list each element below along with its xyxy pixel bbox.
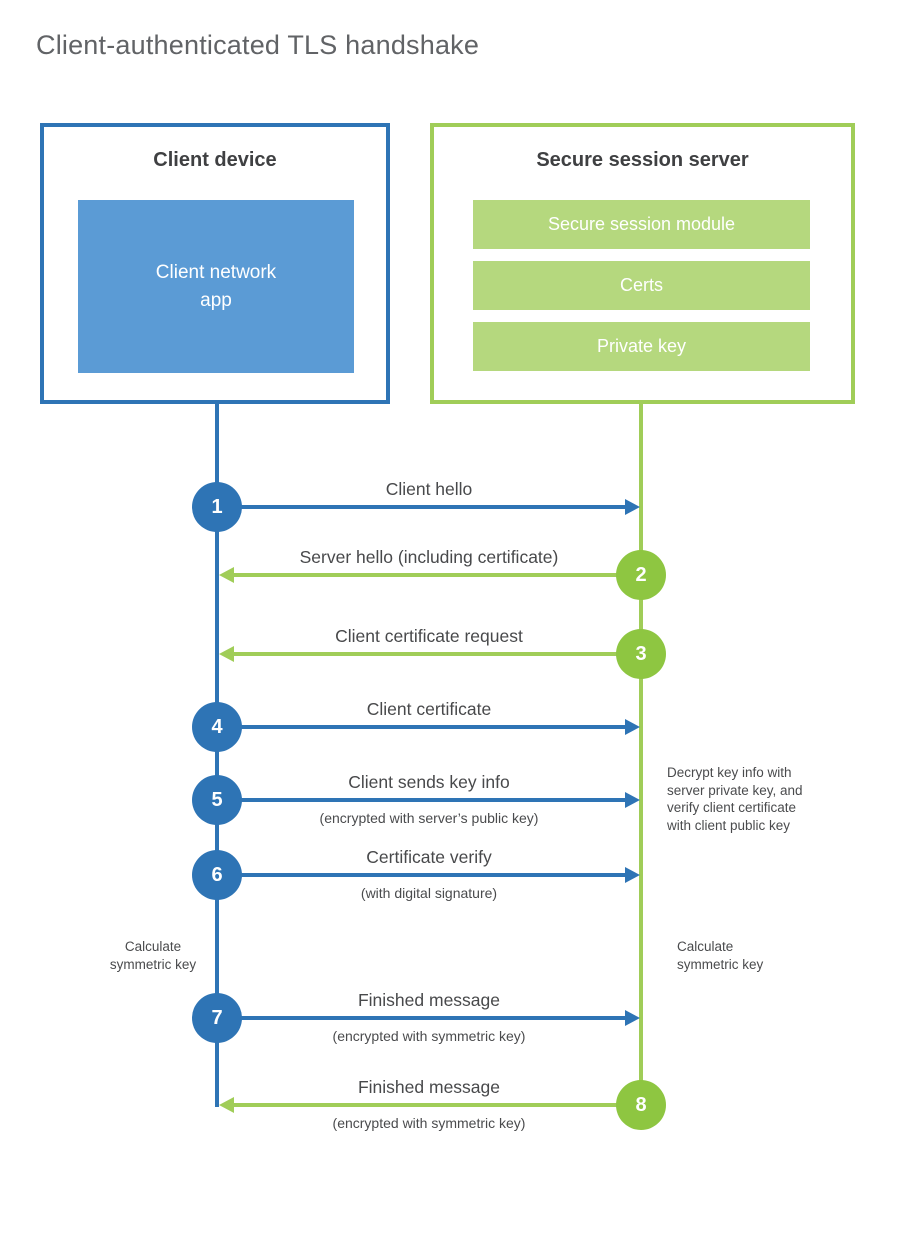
message-arrowhead-icon	[625, 1010, 640, 1026]
client-network-app-box: Client network app	[78, 200, 354, 373]
message-step-number: 4	[192, 702, 242, 752]
message-step-number: 2	[616, 550, 666, 600]
message-arrowhead-icon	[219, 567, 234, 583]
message-label: Finished message	[357, 1077, 501, 1097]
server-module-private-key: Private key	[473, 322, 810, 371]
client-lifeline	[215, 404, 219, 1107]
secure-session-server-title: Secure session server	[536, 149, 749, 171]
server-module-certs: Certs	[473, 261, 810, 310]
message-label: Certificate verify	[366, 847, 492, 867]
message-arrowhead-icon	[625, 499, 640, 515]
message-arrow-line	[217, 1016, 627, 1020]
client-device-box: Client device Client network app	[40, 123, 390, 404]
message-label: Finished message	[357, 990, 501, 1010]
server-lifeline	[639, 404, 643, 1107]
message-arrow-line	[217, 505, 627, 509]
message-arrowhead-icon	[219, 1097, 234, 1113]
page-title: Client-authenticated TLS handshake	[36, 30, 480, 60]
message-arrow-line	[217, 725, 627, 729]
client-device-title: Client device	[153, 149, 277, 171]
message-arrow-line	[232, 1103, 641, 1107]
message-step-number: 6	[192, 850, 242, 900]
message-label: Client hello	[385, 479, 473, 499]
message-label: Server hello (including certificate)	[299, 547, 559, 567]
message-label: Client sends key info	[348, 772, 510, 792]
message-step-number: 3	[616, 629, 666, 679]
message-step-number: 1	[192, 482, 242, 532]
message-sublabel: (with digital signature)	[360, 885, 498, 901]
message-arrowhead-icon	[625, 719, 640, 735]
message-sublabel: (encrypted with server’s public key)	[319, 810, 539, 826]
message-arrowhead-icon	[625, 792, 640, 808]
message-sublabel: (encrypted with symmetric key)	[332, 1028, 526, 1044]
calculate-symmetric-key-note-server: Calculate symmetric key	[677, 939, 764, 972]
message-step-number: 7	[192, 993, 242, 1043]
message-label: Client certificate	[366, 699, 492, 719]
message-arrowhead-icon	[219, 646, 234, 662]
message-arrow-line	[217, 873, 627, 877]
message-label: Client certificate request	[335, 626, 523, 646]
message-arrowhead-icon	[625, 867, 640, 883]
server-module-secure-session-module: Secure session module	[473, 200, 810, 249]
message-arrow-line	[232, 652, 641, 656]
message-arrow-line	[232, 573, 641, 577]
message-step-number: 5	[192, 775, 242, 825]
message-sublabel: (encrypted with symmetric key)	[332, 1115, 526, 1131]
secure-session-server-box: Secure session server Secure session mod…	[430, 123, 855, 404]
calculate-symmetric-key-note-client: Calculate symmetric key	[109, 939, 197, 972]
decrypt-note: Decrypt key info with server private key…	[667, 765, 803, 833]
message-arrow-line	[217, 798, 627, 802]
message-step-number: 8	[616, 1080, 666, 1130]
